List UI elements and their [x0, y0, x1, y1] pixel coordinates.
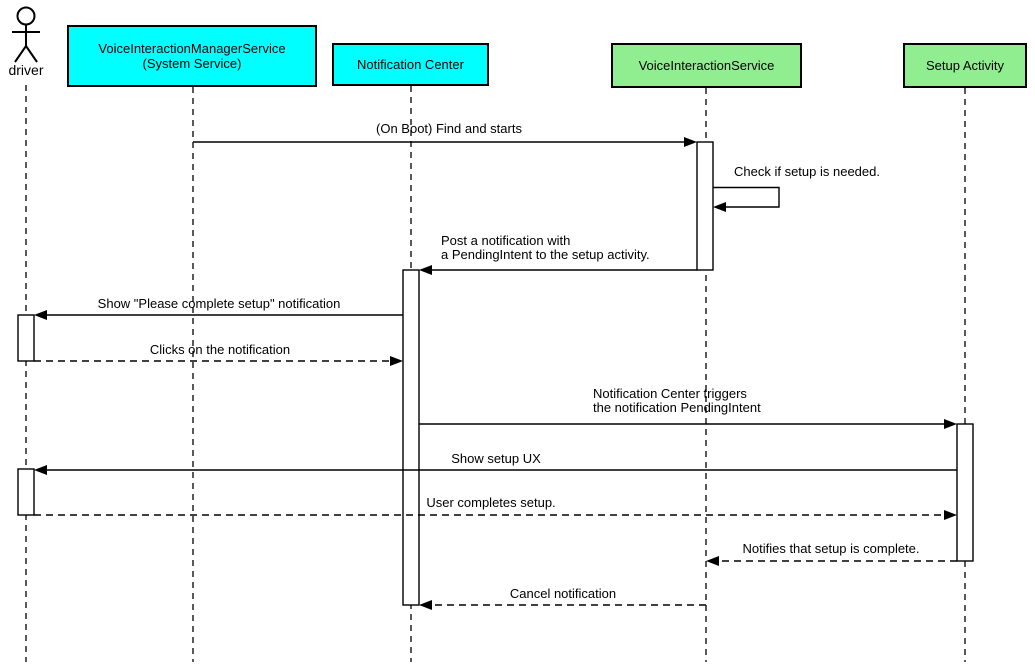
arrowhead-user-completes-setup [944, 510, 957, 520]
arrowhead-clicks-notification [390, 356, 403, 366]
message-label-post-notification-line2: a PendingIntent to the setup activity. [441, 247, 650, 262]
participant-label: VoiceInteractionService [638, 58, 775, 73]
activation-bars [17, 141, 974, 606]
actor-leg-left [14, 45, 27, 63]
actor-head [16, 6, 36, 26]
participant-label-line1: VoiceInteractionManagerService [98, 41, 286, 56]
actor-icon [12, 6, 40, 63]
arrowhead-post-notification [419, 265, 432, 275]
participant-label: Notification Center [357, 57, 464, 72]
arrow-line-check-setup-self [713, 186, 780, 208]
message-label-cancel-notification: Cancel notification [509, 586, 617, 601]
activation-notification-center [402, 269, 420, 606]
activation-driver-2 [17, 468, 35, 516]
message-label-check-setup: Check if setup is needed. [734, 164, 880, 179]
message-arrows [34, 137, 957, 610]
arrowhead-find-and-starts [684, 137, 697, 147]
activation-setup-activity [956, 423, 974, 562]
message-label-triggers-pendingintent-line2: the notification PendingIntent [593, 400, 761, 415]
message-label-show-setup-ux: Show setup UX [451, 451, 541, 466]
participant-voiceinteractionservice: VoiceInteractionService [611, 43, 802, 88]
arrowhead-show-setup-ux [34, 465, 47, 475]
activation-driver-1 [17, 314, 35, 362]
message-label-notifies-complete: Notifies that setup is complete. [742, 541, 920, 556]
message-label-post-notification-line1: Post a notification with [441, 233, 571, 248]
message-label-triggers-pendingintent-line1: Notification Center triggers [593, 386, 747, 401]
actor-leg-right [25, 45, 38, 63]
participant-label: Setup Activity [925, 58, 1005, 73]
arrowhead-show-notification [34, 310, 47, 320]
participant-label-line2: (System Service) [142, 56, 242, 71]
arrowhead-check-setup-self [713, 202, 726, 212]
message-label-show-notification: Show "Please complete setup" notificatio… [97, 296, 341, 311]
message-label-user-completes-setup: User completes setup. [426, 495, 556, 510]
message-label-clicks-notification: Clicks on the notification [149, 342, 291, 357]
arrowhead-triggers-pendingintent [944, 419, 957, 429]
participant-notification-center: Notification Center [332, 43, 489, 86]
arrowhead-notifies-complete [706, 556, 719, 566]
arrowhead-cancel-notification [419, 600, 432, 610]
actor-label-driver: driver [8, 62, 44, 78]
message-label-find-and-starts: (On Boot) Find and starts [376, 121, 522, 136]
activation-voiceinteractionservice [696, 141, 714, 271]
participant-setup-activity: Setup Activity [903, 43, 1027, 88]
participant-voiceinteractionmanagerservice: VoiceInteractionManagerService (System S… [67, 25, 317, 87]
